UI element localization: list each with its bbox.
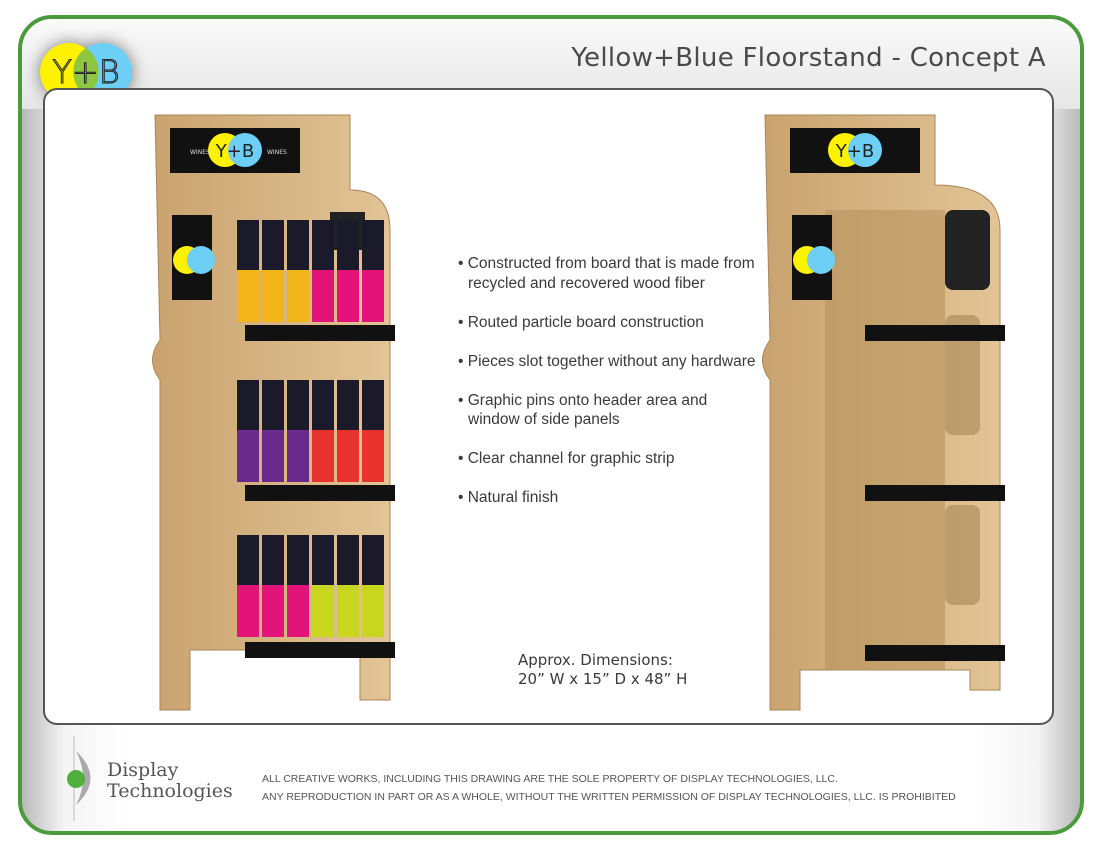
bottle-label [362,430,384,482]
feature-item: • Graphic pins onto header area and wind… [458,391,708,429]
bottle [262,380,284,430]
stand-render-empty: Y+B [762,114,1005,711]
bottle-label [262,270,284,322]
bottle-label [312,585,334,637]
bottle [312,535,334,585]
legal-notice: ALL CREATIVE WORKS, INCLUDING THIS DRAWI… [262,770,956,806]
bottle [237,220,259,270]
bottle-label [362,270,384,322]
feature-item: • Constructed from board that is made fr… [458,255,755,292]
bottle [337,380,359,430]
dimensions: Approx. Dimensions: 20” W x 15” D x 48” … [518,651,687,689]
feature-item: • Routed particle board construction [458,313,704,331]
bottle [362,535,384,585]
feature-item: • Pieces slot together without any hardw… [458,352,756,370]
stand-render-stocked: Y+B WINES WINES [152,114,395,711]
slide-frame: Yellow+Blue Floorstand - Concept A Y+B Y… [18,15,1084,835]
bottle [312,380,334,430]
feature-item: • Clear channel for graphic strip [458,450,675,467]
bottle-label [337,585,359,637]
legal-line: ALL CREATIVE WORKS, INCLUDING THIS DRAWI… [262,773,838,785]
bottle [262,535,284,585]
svg-text:WINES: WINES [267,149,287,156]
bottle [237,535,259,585]
feature-list: • Constructed from board that is made fr… [458,254,758,527]
bottle [287,535,309,585]
bottle-label [237,585,259,637]
content-panel: Y+B WINES WINES • Constructed from board… [43,88,1054,725]
bottle [237,380,259,430]
bottle-label [287,430,309,482]
bottle-label [237,430,259,482]
bottle-label [237,270,259,322]
bottle [337,220,359,270]
bottle [362,220,384,270]
svg-text:Y+B: Y+B [835,141,874,162]
bottle-label [287,585,309,637]
dimensions-value: 20” W x 15” D x 48” H [518,670,688,688]
bottle [287,220,309,270]
brand-name: Display Technologies [107,759,233,802]
bottle-label [262,430,284,482]
page-title: Yellow+Blue Floorstand - Concept A [571,43,1046,73]
bottle-label [262,585,284,637]
bottle [262,220,284,270]
bottle [287,380,309,430]
bottle [312,220,334,270]
logo-text: Y+B [52,53,119,91]
legal-line: ANY REPRODUCTION IN PART OR AS A WHOLE, … [262,791,956,803]
display-technologies-logo [67,736,91,821]
bottle-label [337,270,359,322]
yb-logo: Y+B [40,43,132,101]
bottle-label [312,270,334,322]
bottle [362,380,384,430]
bottle-label [312,430,334,482]
stand-header-logo: Y+B [215,141,254,162]
feature-item: • Natural finish [458,489,559,506]
dimensions-label: Approx. Dimensions: [518,651,673,669]
bottle-label [337,430,359,482]
svg-text:WINES: WINES [190,149,210,156]
bottle-label [362,585,384,637]
bottle-label [287,270,309,322]
bottle [337,535,359,585]
